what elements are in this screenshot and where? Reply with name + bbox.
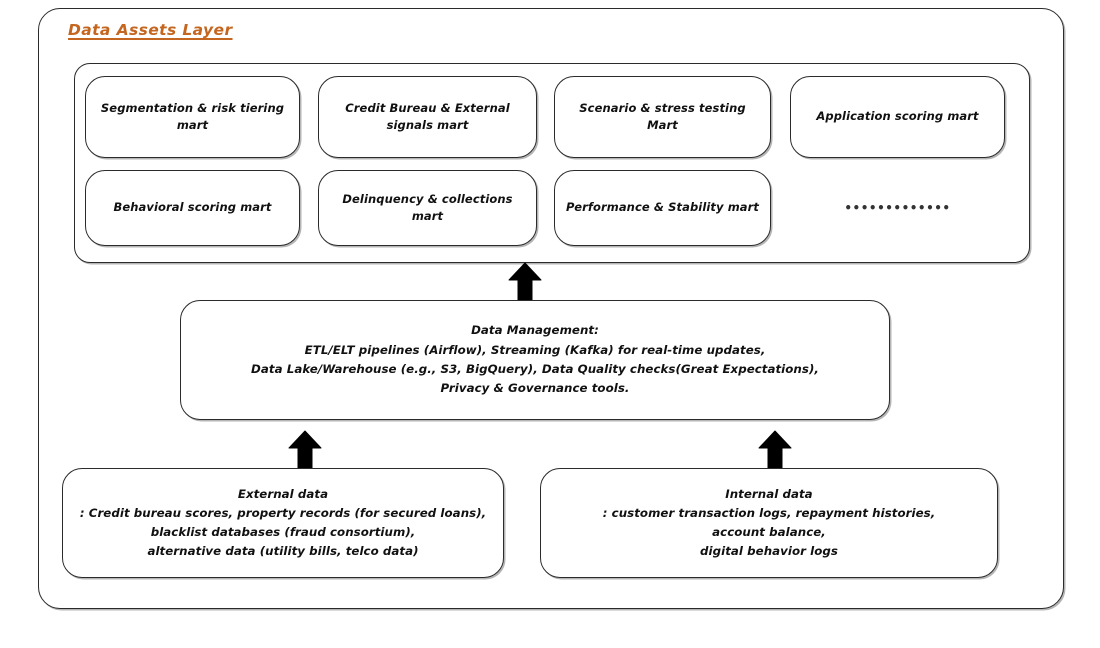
data-management-text: Data Management: ETL/ELT pipelines (Airf…: [251, 323, 819, 396]
page-title: Data Assets Layer: [68, 21, 233, 39]
external-data-box: External data : Credit bureau scores, pr…: [62, 468, 504, 578]
up-arrow-icon: [288, 430, 322, 472]
mart-card-application[interactable]: Application scoring mart: [790, 76, 1005, 158]
mart-card-segmentation[interactable]: Segmentation & risk tiering mart: [85, 76, 300, 158]
mart-card-label: Segmentation & risk tiering mart: [100, 100, 285, 132]
data-management-box: Data Management: ETL/ELT pipelines (Airf…: [180, 300, 890, 420]
mart-card-behavioral[interactable]: Behavioral scoring mart: [85, 170, 300, 246]
mart-card-delinquency[interactable]: Delinquency & collections mart: [318, 170, 537, 246]
mart-card-label: Delinquency & collections mart: [342, 191, 513, 223]
mart-card-performance[interactable]: Performance & Stability mart: [554, 170, 771, 246]
external-data-text: External data : Credit bureau scores, pr…: [79, 486, 487, 559]
internal-data-text: Internal data : customer transaction log…: [602, 486, 936, 559]
mart-card-label: Behavioral scoring mart: [113, 200, 272, 215]
mart-ellipsis-placeholder: •••••••••••••: [790, 170, 1005, 246]
up-arrow-icon: [508, 262, 542, 304]
mart-card-scenario[interactable]: Scenario & stress testing Mart: [554, 76, 771, 158]
internal-data-box: Internal data : customer transaction log…: [540, 468, 998, 578]
mart-card-label: Application scoring mart: [816, 109, 979, 124]
mart-card-label: Credit Bureau & External signals mart: [345, 100, 510, 132]
mart-card-label: Performance & Stability mart: [565, 200, 760, 215]
mart-card-label: Scenario & stress testing Mart: [579, 100, 746, 132]
up-arrow-icon: [758, 430, 792, 472]
ellipsis-label: •••••••••••••: [844, 201, 951, 215]
mart-card-credit-bureau[interactable]: Credit Bureau & External signals mart: [318, 76, 537, 158]
